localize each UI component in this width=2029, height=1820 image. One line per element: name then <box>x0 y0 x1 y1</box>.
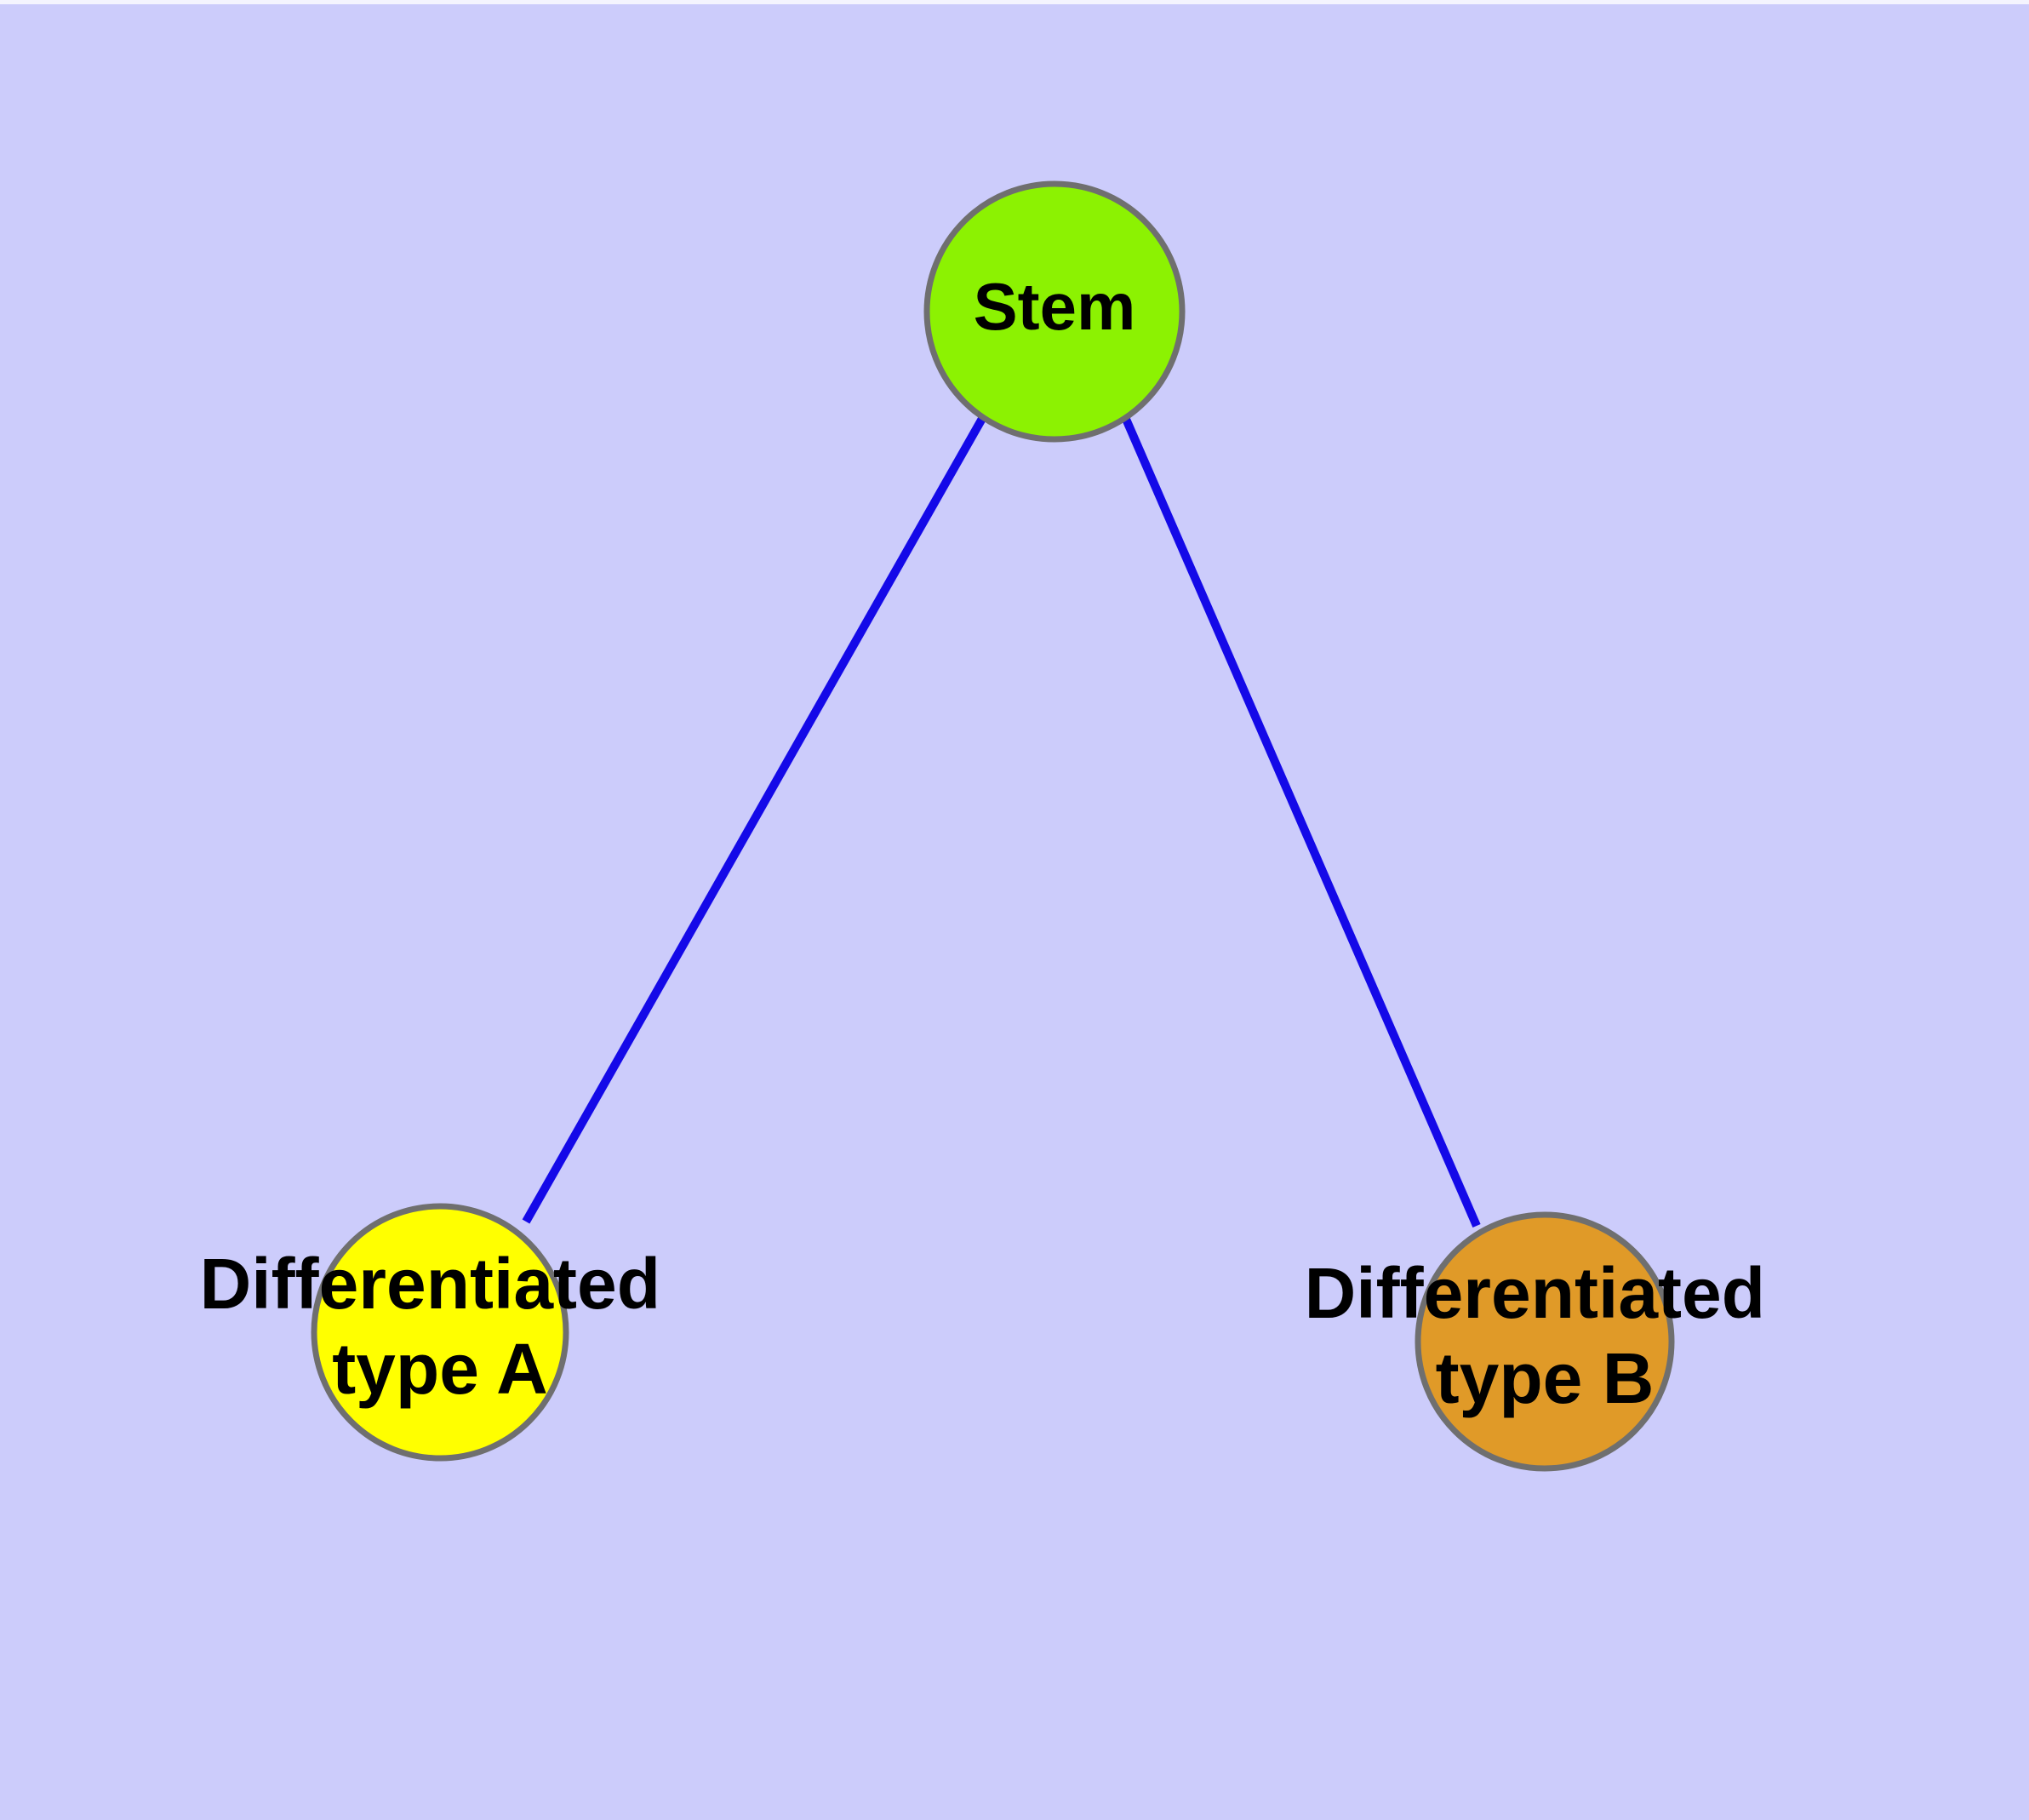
node-differentiated-type-a-circle[interactable] <box>311 1203 569 1462</box>
node-differentiated-type-a-label-line-2: type A <box>332 1329 548 1409</box>
node-differentiated-type-b-label-line-1: Differentiated <box>1305 1253 1765 1333</box>
labels-layer: Stem Differentiated type A Differentiate… <box>200 269 1786 1419</box>
node-differentiated-type-a-label-line-1: Differentiated <box>200 1244 660 1324</box>
node-differentiated-type-a-label: Differentiated type A <box>200 1244 681 1409</box>
node-differentiated-type-b-circle[interactable] <box>1415 1211 1675 1472</box>
node-stem-label-line-1: Stem <box>974 269 1136 344</box>
node-stem-circle[interactable] <box>923 180 1186 443</box>
edge-stem-to-differentiated-type-b[interactable] <box>1121 415 1481 1228</box>
edges-layer <box>522 415 1481 1228</box>
node-differentiated-type-b-label: Differentiated type B <box>1305 1253 1786 1418</box>
node-stem-label: Stem <box>974 269 1136 344</box>
top-edge-strip <box>0 0 2029 4</box>
node-differentiated-type-b-label-line-2: type B <box>1436 1338 1655 1418</box>
edge-stem-to-differentiated-type-a[interactable] <box>522 415 987 1224</box>
nodes-layer <box>311 180 1675 1472</box>
